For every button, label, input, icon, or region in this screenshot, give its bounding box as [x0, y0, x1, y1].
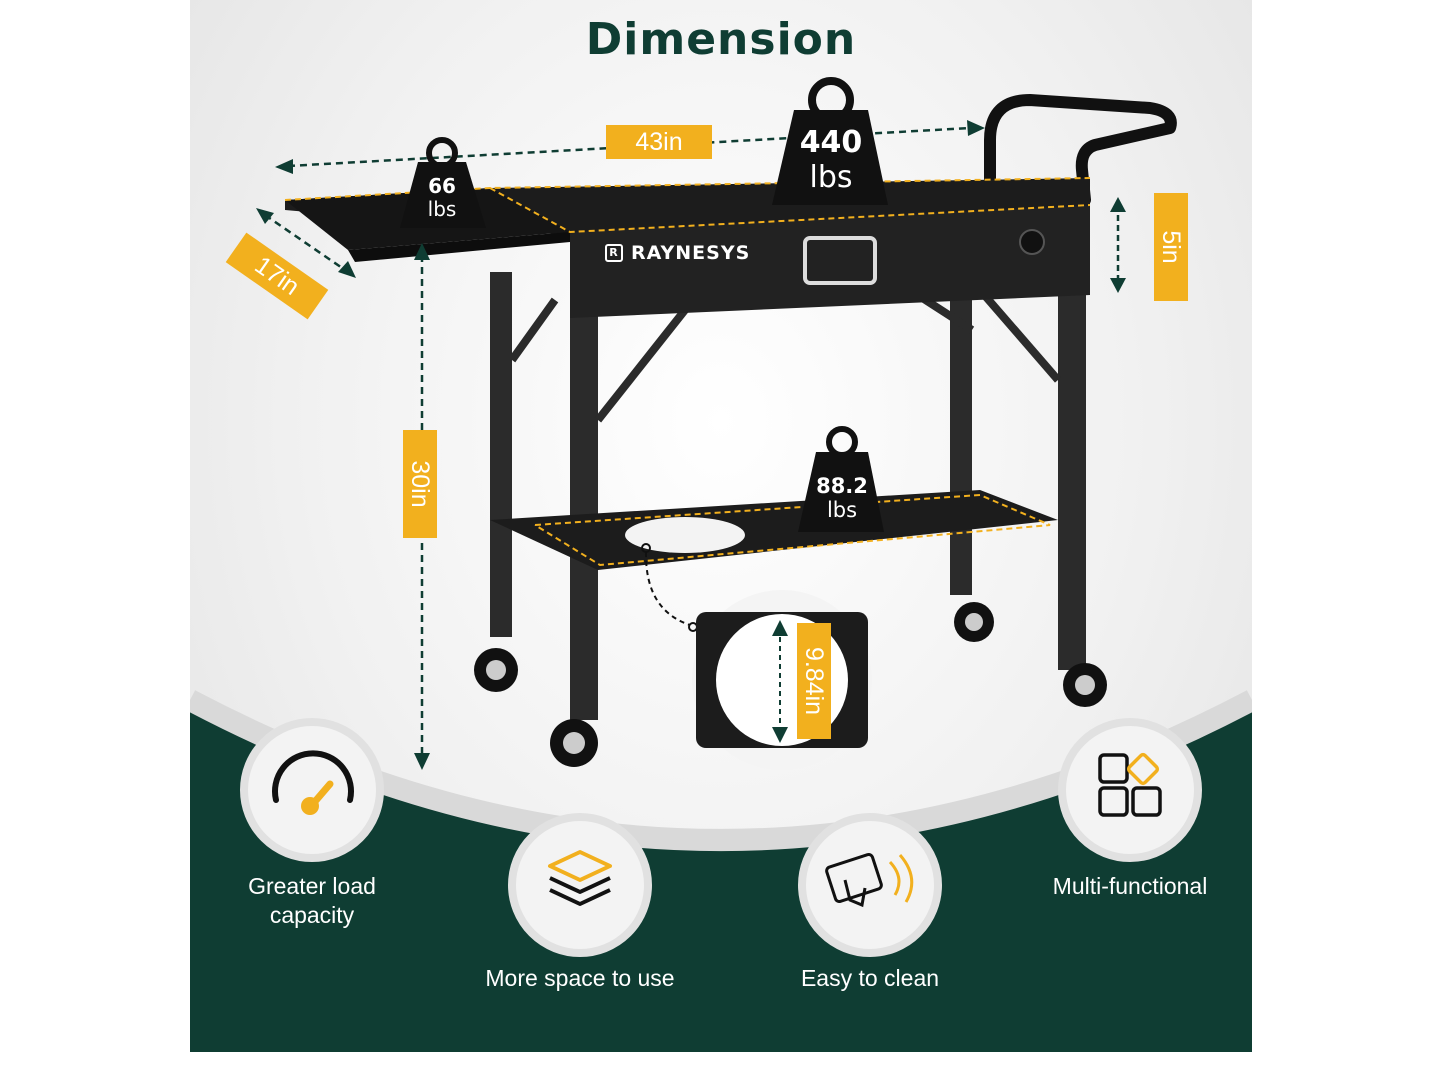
weight-top-unit: lbs [809, 159, 853, 195]
brand-name: RAYNESYS [631, 242, 751, 264]
drawer-handle [803, 236, 877, 285]
side-height-label: 5in [1154, 193, 1188, 301]
side-table-edge [348, 232, 570, 262]
feature-circles [240, 718, 1202, 957]
weight-shapes [400, 77, 888, 532]
cart-handle [984, 94, 1177, 206]
product-poster: Dimension R RAYNESYS 43in 17in 30in 5in … [190, 0, 1252, 1052]
weight-side-value: 66 [428, 174, 456, 198]
weight-shelf: 88.2 lbs [800, 474, 884, 522]
layers-icon [548, 850, 612, 906]
cart-body [570, 205, 1090, 318]
wipe-hand-icon [825, 853, 914, 908]
hole-size-label: 9.84in [797, 623, 831, 739]
cart-wheels [474, 602, 1107, 767]
gauge-icon [272, 750, 354, 815]
hole-detail [692, 590, 872, 770]
height-label: 30in [403, 430, 437, 538]
grid-squares-icon [1098, 752, 1162, 817]
weight-top-value: 440 [799, 125, 863, 160]
weight-shelf-unit: lbs [826, 498, 858, 523]
width-label: 43in [606, 125, 712, 159]
feature-label-space: More space to use [485, 965, 675, 991]
brand-logo: R RAYNESYS [605, 242, 750, 264]
brand-mark-icon: R [605, 244, 623, 262]
leg-braces [508, 286, 1062, 423]
weight-side-unit: lbs [427, 197, 457, 221]
bottom-shelf [490, 490, 1058, 570]
shelf-hole [625, 517, 745, 553]
page-title: Dimension [585, 14, 857, 65]
feature-label-clean: Easy to clean [800, 965, 940, 991]
weight-top: 440 lbs [775, 125, 887, 195]
weight-shelf-value: 88.2 [816, 474, 868, 498]
weight-side: 66 lbs [402, 175, 482, 221]
bottom-band [190, 700, 1252, 1052]
bottle-opener [1019, 229, 1045, 255]
feature-label-multi: Multi-functional [1052, 873, 1208, 899]
feature-label-load: Greater load capacity [248, 873, 376, 928]
